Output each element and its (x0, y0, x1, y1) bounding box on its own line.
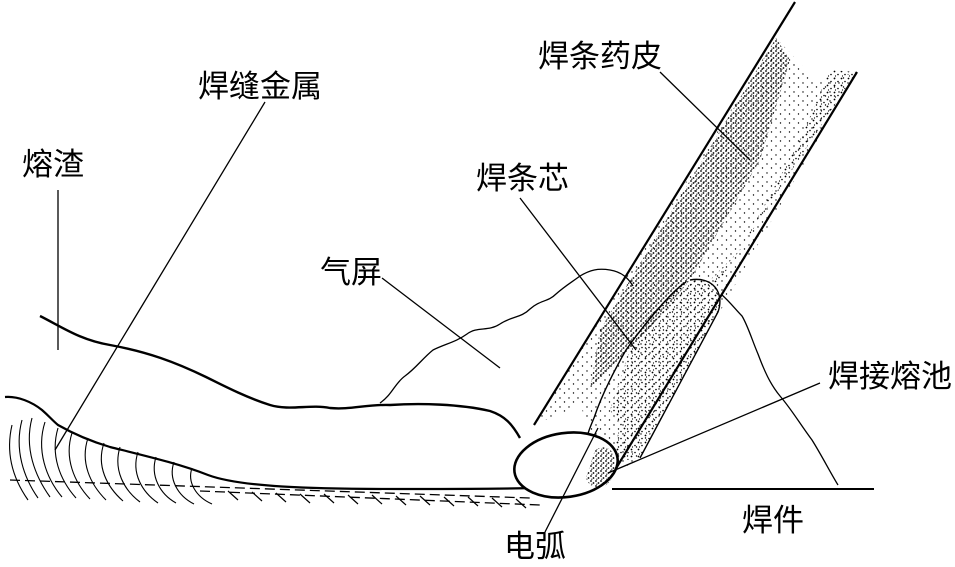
label-weld-metal: 焊缝金属 (198, 69, 322, 105)
label-coating: 焊条药皮 (538, 39, 662, 75)
slag-surface (39, 314, 522, 439)
label-gas-shield: 气屏 (320, 255, 382, 291)
label-workpiece: 焊件 (742, 503, 804, 539)
electrode-coating-right (700, 70, 856, 290)
label-arc: 电弧 (504, 529, 566, 565)
electrode-coating-dense (590, 38, 790, 390)
label-core-wire: 焊条芯 (476, 161, 569, 197)
electrode-core (610, 279, 720, 462)
label-weld-pool: 焊接熔池 (828, 359, 952, 395)
weld-ripples (9, 417, 213, 505)
base-metal-hatching (9, 479, 541, 506)
electrode-outlines (533, 1, 858, 476)
leader-lines (54, 71, 821, 533)
weld-pool-stipple (586, 447, 616, 488)
weld-bead-surface (4, 395, 535, 491)
gas-shield-outline (379, 268, 839, 486)
label-slag: 熔渣 (22, 147, 84, 183)
base-metal-dashes (227, 490, 527, 509)
